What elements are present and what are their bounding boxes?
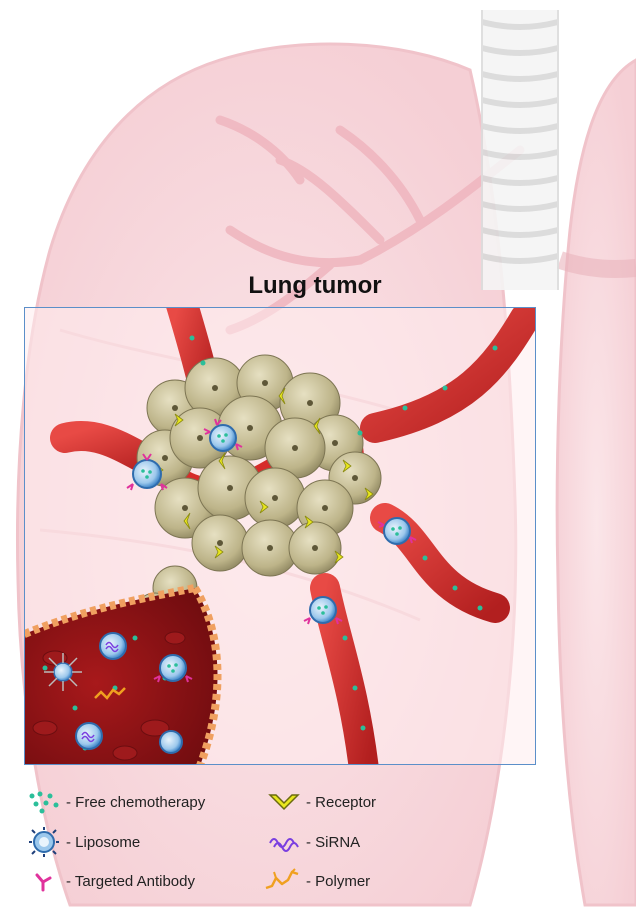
liposome-icon <box>22 828 66 856</box>
legend-label-targeted-antibody: - Targeted Antibody <box>66 873 195 890</box>
tumor-panel <box>24 307 536 765</box>
legend-label-sirna: - SiRNA <box>306 834 360 851</box>
legend-item-polymer: - Polymer <box>262 867 370 895</box>
legend-item-receptor: - Receptor <box>262 788 376 816</box>
legend-label-receptor: - Receptor <box>306 794 376 811</box>
polymer-icon <box>262 867 306 895</box>
vessel-top-right <box>375 318 525 428</box>
right-lung <box>557 60 636 905</box>
diagram-title: Lung tumor <box>0 272 636 300</box>
legend-item-sirna: - SiRNA <box>262 828 360 856</box>
legend-label-liposome: - Liposome <box>66 834 140 851</box>
legend-item-liposome: - Liposome <box>22 828 140 856</box>
legend-item-targeted-antibody: - Targeted Antibody <box>22 867 195 895</box>
legend-item-free-chemotherapy: - Free chemotherapy <box>22 788 205 816</box>
sirna-icon <box>262 828 306 856</box>
dots-icon <box>22 788 66 816</box>
legend-label-polymer: - Polymer <box>306 873 370 890</box>
antibody-icon <box>22 867 66 895</box>
legend-label-free-chemotherapy: - Free chemotherapy <box>66 794 205 811</box>
trachea <box>482 10 558 290</box>
receptor-icon <box>262 788 306 816</box>
